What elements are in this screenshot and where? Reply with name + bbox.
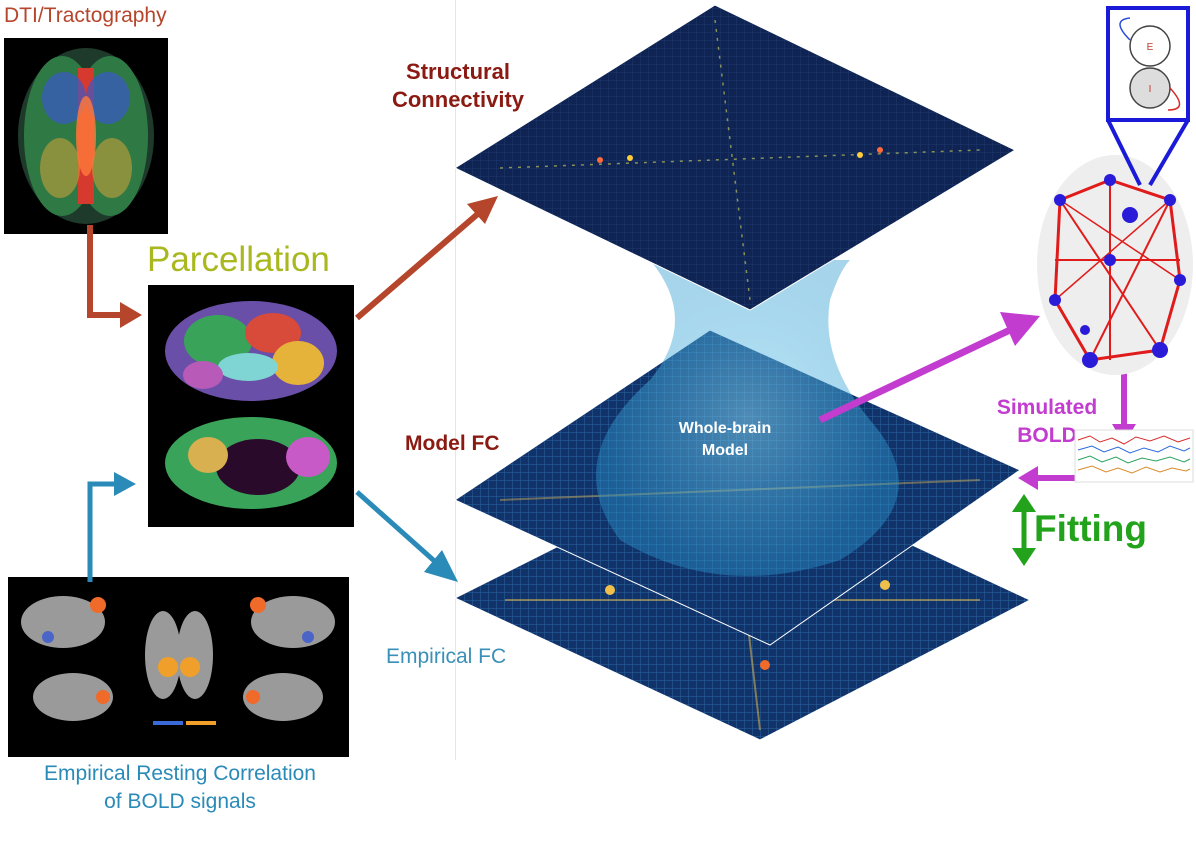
simulated-bold-label: Simulated BOLD [996,396,1098,447]
dti-tractography-label: DTI/Tractography [4,4,167,27]
parcellation-to-sc-arrow [355,196,498,321]
parcellation-image [148,285,354,527]
excitatory-node-label: E [1147,42,1154,53]
excitatory-inhibitory-diagram: E I [1106,6,1190,187]
empirical-resting-image [8,577,349,757]
model-fc-label: Model FC [405,432,500,455]
resting-to-parcellation-arrow [87,472,136,582]
whole-brain-model-label: Whole-brain Model [678,420,772,459]
inhibitory-node-label: I [1149,84,1152,95]
fitting-double-arrow [1012,494,1036,566]
structural-connectivity-matrix [453,4,1017,311]
empirical-resting-label: Empirical Resting Correlation of BOLD si… [44,762,316,813]
parcellation-label: Parcellation [147,240,330,279]
fitting-label: Fitting [1034,508,1148,549]
empirical-fc-label: Empirical FC [386,645,507,668]
whole-brain-model-shape [596,260,899,576]
simulated-bold-traces [1074,429,1194,483]
structural-connectivity-label: Structural Connectivity [391,59,525,112]
model-to-network-arrow [818,312,1040,424]
bold-to-model-fc-arrow [1018,466,1080,490]
brain-network-graph [1037,155,1193,375]
parcellation-to-efc-arrow [355,490,458,582]
vertical-divider [455,0,456,760]
dti-to-parcellation-arrow [87,225,142,328]
dti-tractography-image [4,38,168,234]
